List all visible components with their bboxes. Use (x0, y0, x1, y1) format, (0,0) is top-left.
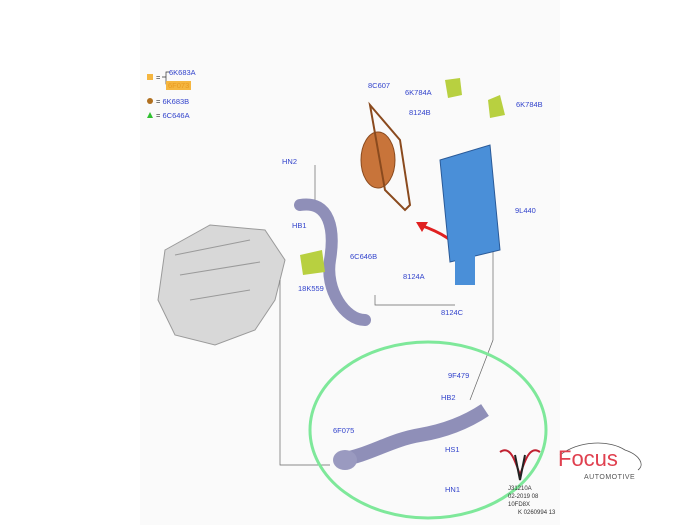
callout-18K559: 18K559 (298, 284, 324, 293)
legend-6K683B-text: 6K683B (162, 97, 190, 106)
legend-6K683A: 6K683A (169, 68, 196, 77)
callout-HB1: HB1 (292, 221, 307, 230)
legend-triangle-icon (147, 112, 153, 118)
leader-lines (279, 165, 494, 466)
fan-assembly (360, 101, 412, 212)
footer-code: J31210A (508, 486, 532, 492)
logo-subtitle: AUTOMOTIVE (584, 474, 636, 481)
legend-6C646A-text: 6C646A (162, 111, 190, 120)
footer-code: K 0260994 13 (518, 510, 556, 516)
logo-emblem-icon (499, 449, 541, 481)
callout-9F479: 9F479 (448, 371, 470, 380)
legend-6F073: 6F073 (166, 81, 192, 90)
intercooler (439, 144, 501, 285)
callout-HS1: HS1 (445, 445, 460, 454)
legend-equals: = (156, 97, 161, 106)
upper-intake-pipe (294, 198, 371, 326)
logo-car-outline-icon (559, 442, 642, 471)
highlight-circle (308, 340, 548, 520)
footer-code: 10FD8X (508, 502, 531, 508)
bracket-6C646B (300, 250, 325, 275)
legend-6K683B: = 6K683B (156, 97, 189, 106)
callout-8C607: 8C607 (368, 81, 391, 90)
bracket-6K784B (488, 95, 505, 118)
callout-8124C: 8124C (441, 308, 464, 317)
callout-HN2: HN2 (282, 157, 298, 166)
legend-square-icon (147, 74, 153, 80)
legend-equals: = (156, 73, 161, 82)
logo-name: Focus (558, 446, 618, 471)
callout-8124B: 8124B (409, 108, 431, 117)
callout-HB2: HB2 (441, 393, 456, 402)
lower-intake-pipe (333, 404, 489, 470)
engine-illustration (157, 224, 286, 346)
legend-circle-icon (147, 98, 153, 104)
legend-equals: = (156, 111, 161, 120)
legend-6C646A: = 6C646A (156, 111, 190, 120)
footer-code: 02-2019 08 (508, 494, 539, 500)
callout-6F075: 6F075 (333, 426, 355, 435)
callout-9L440: 9L440 (515, 206, 536, 215)
callout-8124A: 8124A (403, 272, 425, 281)
callout-6K784A: 6K784A (405, 88, 432, 97)
callout-6K784B: 6K784B (516, 100, 543, 109)
bracket-6K784A (445, 78, 462, 98)
callout-6C646B: 6C646B (350, 252, 378, 261)
callout-HN1: HN1 (445, 485, 461, 494)
